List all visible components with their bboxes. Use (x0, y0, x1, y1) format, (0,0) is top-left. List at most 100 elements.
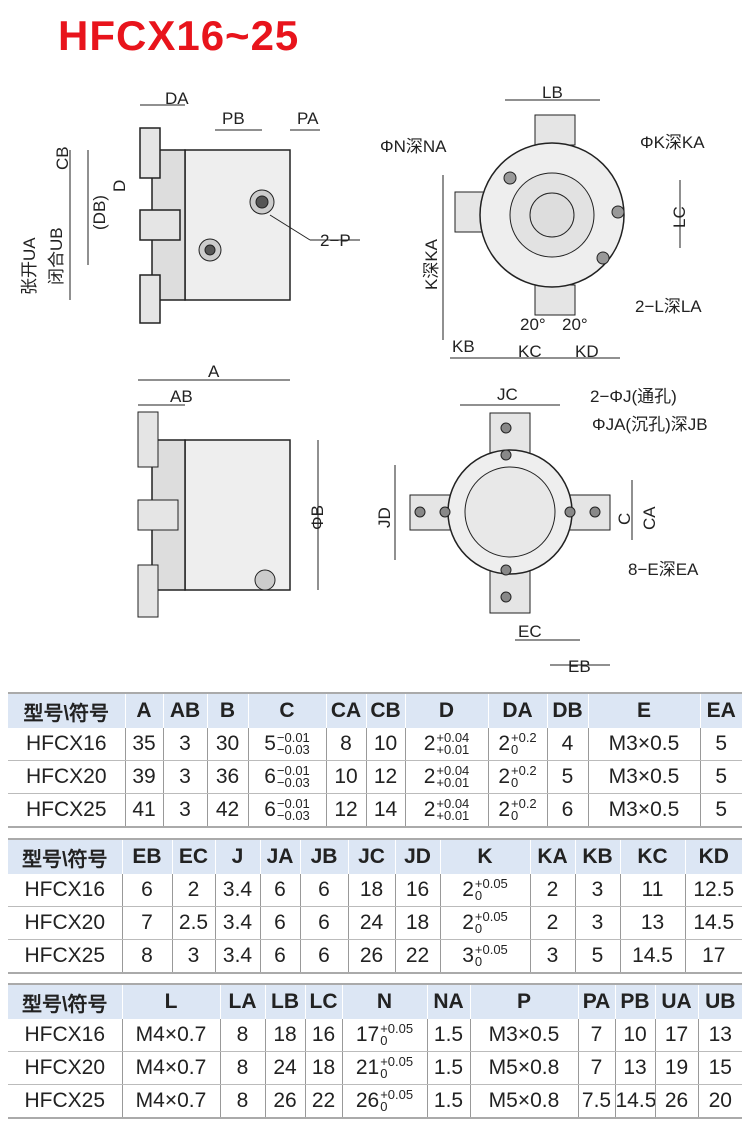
value-cell: 6 (299, 906, 348, 940)
value-cell: M4×0.7 (121, 1084, 220, 1119)
value-cell: 20 (697, 1084, 742, 1119)
label-angle-2: 20° (562, 315, 588, 334)
upper-tolerance: +0.05 (474, 909, 508, 925)
value-cell: 18 (264, 1019, 305, 1052)
column-header: UB (697, 984, 742, 1019)
column-header: 型号\符号 (8, 839, 122, 874)
value-cell: 35 (124, 728, 163, 761)
label-C: C (615, 513, 634, 525)
column-header: UA (654, 984, 698, 1019)
value-cell: 6 (121, 874, 172, 907)
column-header: AB (162, 693, 207, 728)
value-cell: 14 (365, 793, 405, 828)
lower-tolerance: 0 (380, 1033, 388, 1049)
column-header: JB (299, 839, 348, 874)
lower-tolerance: +0.01 (436, 808, 470, 824)
value-cell: 24 (264, 1051, 305, 1085)
column-header: EB (121, 839, 172, 874)
column-header: CA (325, 693, 366, 728)
tolerance: +0.04+0.01 (436, 763, 470, 789)
lower-tolerance: 0 (380, 1066, 388, 1082)
label-B: ΦB (308, 505, 327, 530)
front-view-bottom: JC 2−ΦJ(通孔) ΦJA(沉孔)深JB JD C CA 8−E深EA EC… (375, 385, 708, 676)
value-cell: 6 (259, 906, 300, 940)
upper-tolerance: +0.04 (436, 796, 470, 812)
label-JC: JC (497, 385, 518, 404)
value-cell: M4×0.7 (121, 1051, 220, 1085)
value-cell: 39 (124, 760, 163, 794)
label-angle-1: 20° (520, 315, 546, 334)
nominal-value: 2 (498, 797, 510, 821)
value-cell: 8 (219, 1019, 265, 1052)
page-title: HFCX16~25 (58, 12, 300, 59)
value-cell: 17 (654, 1019, 698, 1052)
label-LC: LC (670, 206, 689, 228)
value-cell: 5−0.01−0.03 (247, 728, 326, 761)
value-cell: 6 (259, 874, 300, 907)
value-cell: 2 (529, 874, 575, 907)
label-EC: EC (518, 622, 542, 641)
value-cell: 7 (577, 1051, 615, 1085)
column-header: 型号\符号 (8, 693, 125, 728)
column-header: B (206, 693, 248, 728)
value-cell: 2+0.04+0.01 (404, 793, 488, 828)
lower-tolerance: +0.01 (436, 742, 470, 758)
value-cell: 3 (162, 793, 207, 828)
column-header: KA (529, 839, 575, 874)
upper-tolerance: +0.05 (380, 1021, 414, 1037)
value-cell: 5 (574, 939, 620, 974)
upper-tolerance: +0.04 (436, 763, 470, 779)
label-DB: (DB) (90, 195, 109, 230)
nominal-value: 2 (423, 764, 436, 788)
label-JD: JD (375, 507, 394, 528)
nominal-value: 2 (498, 764, 510, 788)
column-header: LB (264, 984, 305, 1019)
value-cell: 6 (259, 939, 300, 974)
value-cell: 5 (546, 760, 588, 794)
column-header: L (121, 984, 220, 1019)
value-cell: 6−0.01−0.03 (247, 793, 326, 828)
value-cell: 3.4 (214, 874, 260, 907)
column-header: DB (546, 693, 588, 728)
value-cell: 19 (654, 1051, 698, 1085)
model-cell: HFCX20 (8, 906, 122, 940)
value-cell: 18 (394, 906, 440, 940)
value-cell: 6 (299, 874, 348, 907)
lower-tolerance: −0.03 (276, 808, 310, 824)
label-CA: CA (640, 506, 659, 530)
value-cell: 11 (619, 874, 685, 907)
nominal-value: 5 (264, 731, 276, 755)
label-KA: K深KA (422, 238, 441, 290)
column-header: N (341, 984, 427, 1019)
value-cell: 26 (347, 939, 395, 974)
value-cell: 22 (304, 1084, 342, 1119)
value-cell: 26 (264, 1084, 305, 1119)
value-cell: 6 (546, 793, 588, 828)
lower-tolerance: 0 (380, 1099, 388, 1115)
value-cell: 4 (546, 728, 588, 761)
value-cell: 22 (394, 939, 440, 974)
value-cell: 7.5 (577, 1084, 615, 1119)
column-header: JC (347, 839, 395, 874)
front-view-top: LB ΦN深NA ΦK深KA K深KA LC 2−L深LA 20° 20° KB… (380, 83, 705, 361)
model-cell: HFCX16 (8, 728, 125, 761)
nominal-value: 26 (355, 1088, 380, 1112)
value-cell: 10 (325, 760, 366, 794)
value-cell: M5×0.8 (469, 1051, 578, 1085)
model-cell: HFCX25 (8, 939, 122, 974)
upper-tolerance: −0.01 (276, 796, 310, 812)
column-header: K (439, 839, 530, 874)
column-header: EA (699, 693, 742, 728)
value-cell: M3×0.5 (469, 1019, 578, 1052)
tolerance: +0.04+0.01 (436, 796, 470, 824)
upper-tolerance: +0.05 (380, 1087, 414, 1103)
nominal-value: 2 (423, 797, 436, 821)
upper-tolerance: +0.2 (511, 763, 537, 779)
